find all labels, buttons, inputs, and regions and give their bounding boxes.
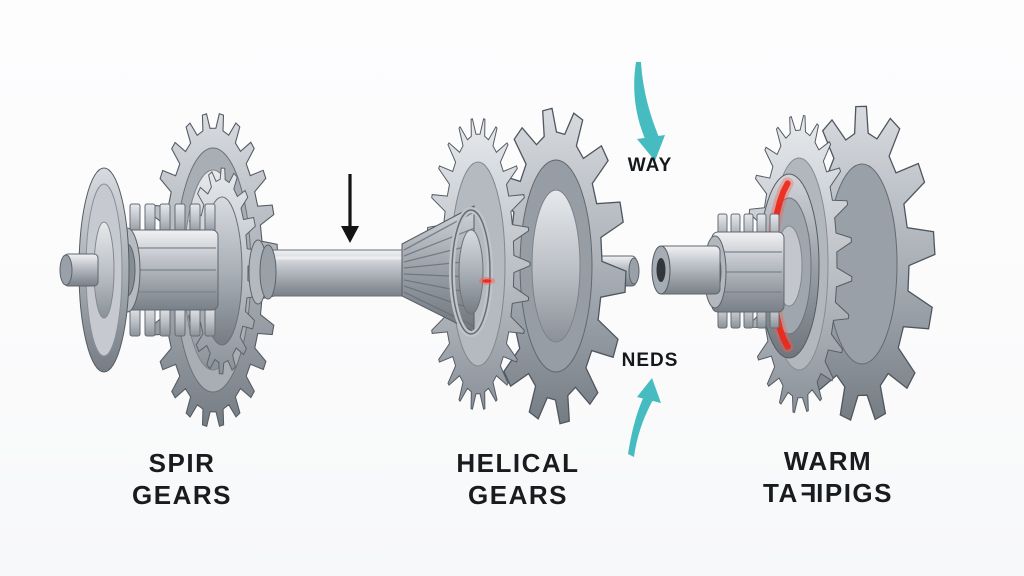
bottom-arrow-label: NEDS — [621, 350, 679, 371]
caption-line-1: HELICAL — [456, 448, 580, 478]
caption-line-2: GEARS — [468, 480, 568, 511]
spur-gears-caption: SPIR GEARS — [75, 447, 289, 511]
caption-line-2: GEARS — [132, 480, 232, 511]
mirrored-letter: F — [798, 478, 817, 509]
helical-gears-caption: HELICAL GEARS — [411, 447, 625, 511]
worm-gears-caption: WARM TAFIPIGS — [721, 445, 935, 509]
curved-arrow-down-icon — [634, 62, 665, 161]
helical-gear-assembly-illustration — [401, 107, 640, 425]
curved-arrow-up-icon — [628, 378, 661, 457]
down-arrow-icon — [341, 174, 359, 243]
caption-line-2: TAFIPIGS — [763, 478, 893, 509]
caption-line-1: WARM — [783, 446, 873, 476]
spur-gear-assembly-illustration — [59, 112, 431, 428]
annotation-arrows — [341, 62, 665, 457]
top-arrow-label: WAY — [627, 155, 673, 176]
caption-line-1: SPIR — [148, 448, 216, 478]
worm-gear-assembly-illustration — [651, 105, 936, 422]
